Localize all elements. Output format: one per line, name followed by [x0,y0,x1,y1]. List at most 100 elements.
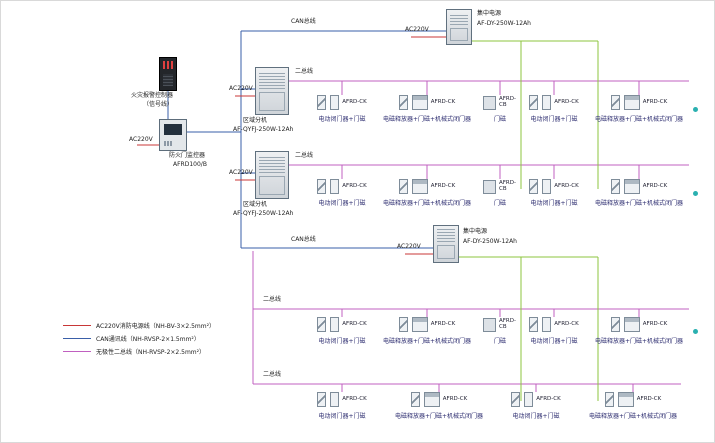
regional1-model: AF-QYFJ-250W-12Ah [233,126,294,133]
mid-supply-power-label: AC220V [397,243,421,250]
power-lines [137,36,446,255]
device-group: AFRD-CK 电动闭门器+门磁 [525,315,583,345]
module-label: AFRD-CK [642,321,668,327]
device-caption: 电磁释放器+门磁+机械式闭门器 [382,338,472,345]
continuation-node [693,107,698,112]
door-monitor-icon [159,119,187,151]
regional2-model: AF-QYFJ-250W-12Ah [233,210,294,217]
device-caption: 电动闭门器+门磁 [530,116,578,123]
legend-item-can: CAN通讯线（NH-RVSP-2×1.5mm²） [63,332,215,345]
bus-label-row4: 二总线 [263,296,282,303]
device-row-1: AFRD-CK 电动闭门器+门磁 AFRD-CK 电磁释放器+门磁+机械式闭门器… [313,93,687,123]
door-device-icon [529,316,551,332]
door-device-icon [399,316,428,332]
regional2-power-label: AC220V [229,169,253,176]
door-device-icon [611,316,640,332]
regional1-name: 区域分机 [243,117,268,124]
top-power-cabinet-icon [446,9,472,45]
device-caption: 电动闭门器+门磁 [512,413,560,420]
can-bus-label-mid: CAN总线 [291,236,316,243]
device-caption: 电动闭门器+门磁 [530,338,578,345]
module-label: AFRD-CK [554,321,579,327]
door-device-icon [317,316,339,332]
module-label: AFRD-CK [642,99,668,105]
device-caption: 门磁 [493,200,506,207]
mid-power-cabinet-icon [433,225,459,263]
device-caption: 电动闭门器+门磁 [530,200,578,207]
device-caption: 电磁释放器+门磁+机械式闭门器 [594,338,684,345]
device-caption: 电动闭门器+门磁 [318,338,366,345]
device-caption: 电磁释放器+门磁+机械式闭门器 [382,200,472,207]
fire-alarm-controller-label: 火灾报警控制器 [131,92,174,99]
can-line-swatch-icon [63,338,91,339]
module-label: AFRD-CB [499,180,516,192]
module-label: AFRD-CK [342,396,367,402]
door-device-icon [483,94,496,110]
door-device-icon [317,391,339,407]
module-label: AFRD-CK [442,396,468,402]
device-caption: 门磁 [493,116,506,123]
bus-line-swatch-icon [63,351,91,352]
two-wire-bus-lines [252,80,689,392]
legend: AC220V消防电源线（NH-BV-3×2.5mm²） CAN通讯线（NH-RV… [63,319,215,358]
door-device-icon [611,94,640,110]
device-caption: 电磁释放器+门磁+机械式闭门器 [594,116,684,123]
mid-supply-model: AF-DY-250W-12Ah [463,238,517,245]
device-caption: 电动闭门器+门磁 [318,116,366,123]
device-caption: 电磁释放器+门磁+机械式闭门器 [594,200,684,207]
device-group: AFRD-CK 电磁释放器+门磁+机械式闭门器 [591,177,687,207]
continuation-node [693,329,698,334]
top-supply-name: 集中电源 [477,10,502,17]
module-label: AFRD-CK [430,321,456,327]
device-row-3: AFRD-CK 电动闭门器+门磁 AFRD-CK 电磁释放器+门磁+机械式闭门器… [313,315,687,345]
device-group: AFRD-CK 电动闭门器+门磁 [525,93,583,123]
door-device-icon [605,391,634,407]
bus-label-row1: 二总线 [295,68,314,75]
device-group: AFRD-CK 电磁释放器+门磁+机械式闭门器 [391,390,487,420]
legend-label: 无极性二总线（NH-RVSP-2×2.5mm²） [96,349,206,356]
device-caption: 电动闭门器+门磁 [318,200,366,207]
device-group: AFRD-CK 电动闭门器+门磁 [313,177,371,207]
module-label: AFRD-CK [642,183,668,189]
mid-supply-name: 集中电源 [463,228,488,235]
door-device-icon [483,316,496,332]
legend-label: AC220V消防电源线（NH-BV-3×2.5mm²） [96,323,216,330]
door-device-icon [411,391,440,407]
legend-item-bus: 无极性二总线（NH-RVSP-2×2.5mm²） [63,345,215,358]
device-group: AFRD-CK 电动闭门器+门磁 [313,390,371,420]
can-bus-label-top: CAN总线 [291,18,316,25]
door-device-icon [317,94,339,110]
fire-alarm-controller-icon [159,57,177,91]
device-caption: 电磁释放器+门磁+机械式闭门器 [588,413,678,420]
monitor-name-label: 防火门监控器 [169,152,206,159]
regional1-power-label: AC220V [229,85,253,92]
device-group: AFRD-CK 电磁释放器+门磁+机械式闭门器 [591,315,687,345]
module-label: AFRD-CK [430,183,456,189]
device-group: AFRD-CK 电磁释放器+门磁+机械式闭门器 [379,93,475,123]
module-label: AFRD-CK [342,321,367,327]
module-label: AFRD-CK [430,99,456,105]
regional2-cabinet-icon [255,151,289,199]
device-caption: 电动闭门器+门磁 [318,413,366,420]
continuation-node [693,191,698,196]
module-label: AFRD-CK [536,396,561,402]
regional2-name: 区域分机 [243,201,268,208]
device-group: AFRD-CK 电动闭门器+门磁 [525,177,583,207]
door-device-icon [529,94,551,110]
device-group: AFRD-CB 门磁 [483,93,517,123]
device-group: AFRD-CK 电磁释放器+门磁+机械式闭门器 [379,177,475,207]
door-device-icon [399,178,428,194]
module-label: AFRD-CB [499,96,516,108]
device-group: AFRD-CB 门磁 [483,315,517,345]
door-device-icon [529,178,551,194]
device-group: AFRD-CK 电磁释放器+门磁+机械式闭门器 [585,390,681,420]
regional1-cabinet-icon [255,67,289,115]
module-label: AFRD-CK [342,183,367,189]
signal-line-label: （信号线） [143,101,174,108]
device-row-4: AFRD-CK 电动闭门器+门磁 AFRD-CK 电磁释放器+门磁+机械式闭门器… [313,390,681,420]
device-group: AFRD-CK 电磁释放器+门磁+机械式闭门器 [591,93,687,123]
door-device-icon [399,94,428,110]
can-bus-lines [167,30,446,249]
